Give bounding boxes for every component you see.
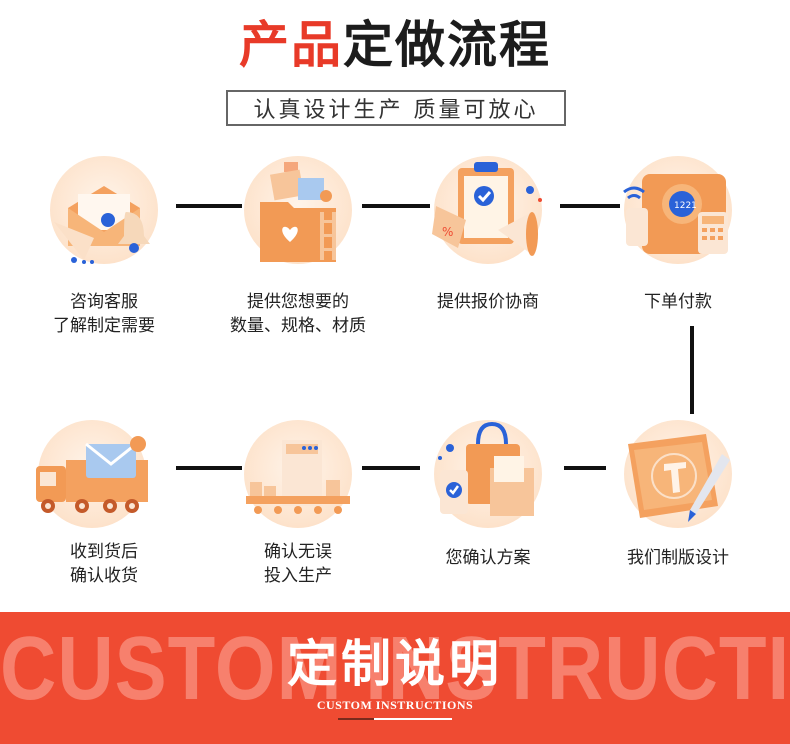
connector-6-7 [362, 466, 420, 470]
subtitle-text: 认真设计生产 质量可放心 [253, 98, 539, 123]
banner-underline [338, 718, 452, 720]
step-label-2: 提供您想要的 数量、规格、材质 [208, 290, 388, 338]
envelope-bell-icon [44, 150, 164, 270]
delivery-truck-icon [32, 414, 152, 534]
step-label-3: 提供报价协商 [398, 290, 578, 314]
page-title-red: 产品 [239, 16, 343, 74]
svg-text:%: % [442, 225, 453, 239]
svg-text:1221: 1221 [674, 201, 697, 211]
connector-1-2 [176, 204, 242, 208]
connector-4-5 [690, 326, 694, 414]
shopping-bag-check-icon [428, 414, 548, 534]
step-1-line2: 了解制定需要 [53, 316, 155, 336]
connector-5-6 [564, 466, 606, 470]
step-6-line1: 您确认方案 [445, 548, 531, 568]
step-8-line2: 确认收货 [70, 566, 138, 586]
connector-7-8 [176, 466, 242, 470]
production-line-icon [238, 414, 358, 534]
card-terminal-icon: 1221 [618, 150, 738, 270]
step-7-line1: 确认无误 [264, 542, 332, 562]
step-label-6: 您确认方案 [398, 546, 578, 570]
step-label-7: 确认无误 投入生产 [208, 540, 388, 588]
design-pen-icon [618, 414, 738, 534]
banner-subtitle: CUSTOM INSTRUCTIONS [316, 698, 474, 712]
connector-2-3 [362, 204, 430, 208]
banner-title: 定制说明 [287, 635, 503, 693]
clipboard-megaphone-icon: % [428, 150, 548, 270]
step-3-line1: 提供报价协商 [437, 292, 539, 312]
folder-heart-icon [238, 150, 358, 270]
step-5-line1: 我们制版设计 [627, 548, 729, 568]
step-label-5: 我们制版设计 [588, 546, 768, 570]
connector-3-4 [560, 204, 620, 208]
step-2-line1: 提供您想要的 [247, 292, 349, 312]
step-2-line2: 数量、规格、材质 [230, 316, 366, 336]
step-label-8: 收到货后 确认收货 [14, 540, 194, 588]
page-title: 产品定做流程 [0, 14, 790, 76]
step-8-line1: 收到货后 [70, 542, 138, 562]
banner-background-text: CUSTOM INSTRUCTIONS [0, 617, 790, 719]
custom-instructions-banner: CUSTOM INSTRUCTIONS 定制说明 CUSTOM INSTRUCT… [0, 612, 790, 744]
step-1-line1: 咨询客服 [70, 292, 138, 312]
subtitle-box: 认真设计生产 质量可放心 [226, 90, 566, 126]
page-title-black: 定做流程 [343, 16, 551, 74]
step-7-line2: 投入生产 [264, 566, 332, 586]
step-4-line1: 下单付款 [644, 292, 712, 312]
step-label-1: 咨询客服 了解制定需要 [14, 290, 194, 338]
step-label-4: 下单付款 [588, 290, 768, 314]
